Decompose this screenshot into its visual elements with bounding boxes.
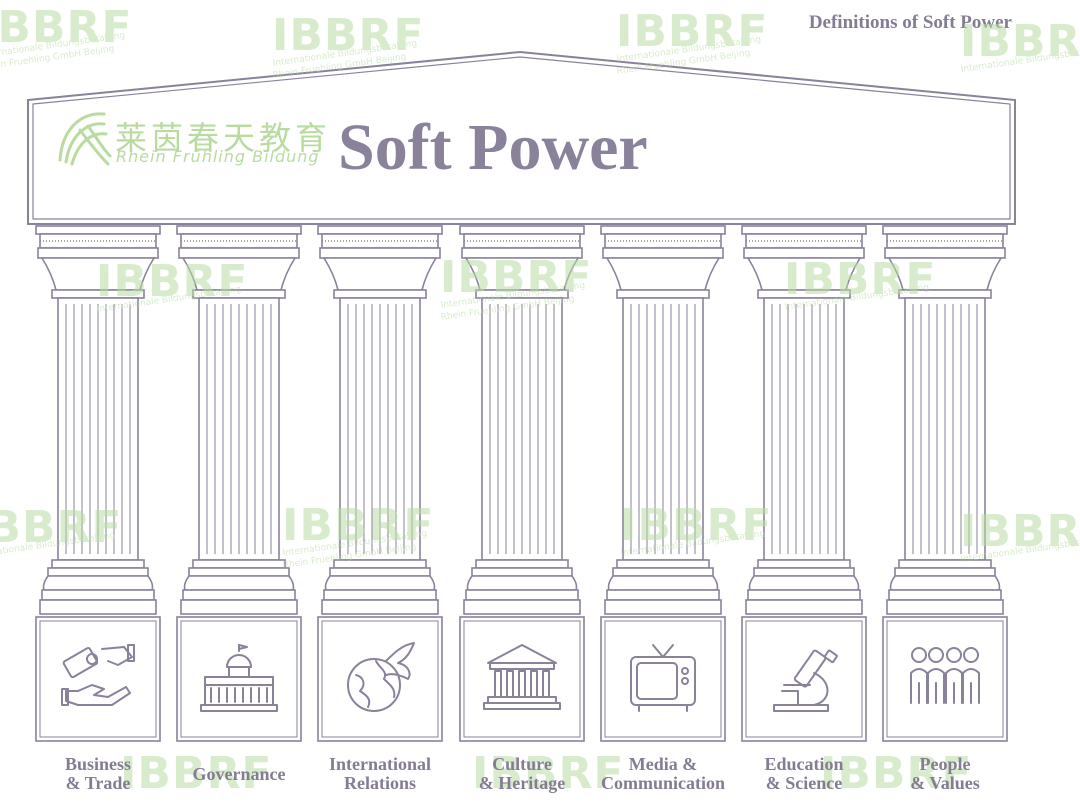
pillar-column [459,225,585,742]
pillar-label: Culture & Heritage [478,754,566,793]
corner-title: Definitions of Soft Power [808,12,1012,33]
pillar-label: Education & Science [764,754,844,793]
pediment [27,50,1016,225]
museum-icon [483,644,561,710]
logo-mark [58,112,112,166]
pillar-column [317,225,443,742]
people-group-icon [910,647,980,704]
globe-dove-icon [347,642,415,712]
pillar-label: People & Values [910,754,980,793]
pillar-label: International Relations [328,754,431,793]
capitol-building-icon [200,644,278,712]
television-icon [630,644,696,712]
pillar-column [882,225,1008,742]
logo-german-text: Rhein Frühling Bildung [116,147,320,166]
microscope-icon [773,649,838,712]
pillar-column [176,225,302,742]
main-title: Soft Power [338,111,648,184]
handshake-money-icon [61,644,135,706]
pillar-label: Media & Communication [600,754,725,793]
pillar-column [600,225,726,742]
pillar-column [741,225,867,742]
pillar-column [35,225,161,742]
pillar-label: Governance [192,764,286,784]
logo-chinese-text: 莱茵春天教育 [115,119,332,157]
pillar-label: Business & Trade [64,754,132,793]
